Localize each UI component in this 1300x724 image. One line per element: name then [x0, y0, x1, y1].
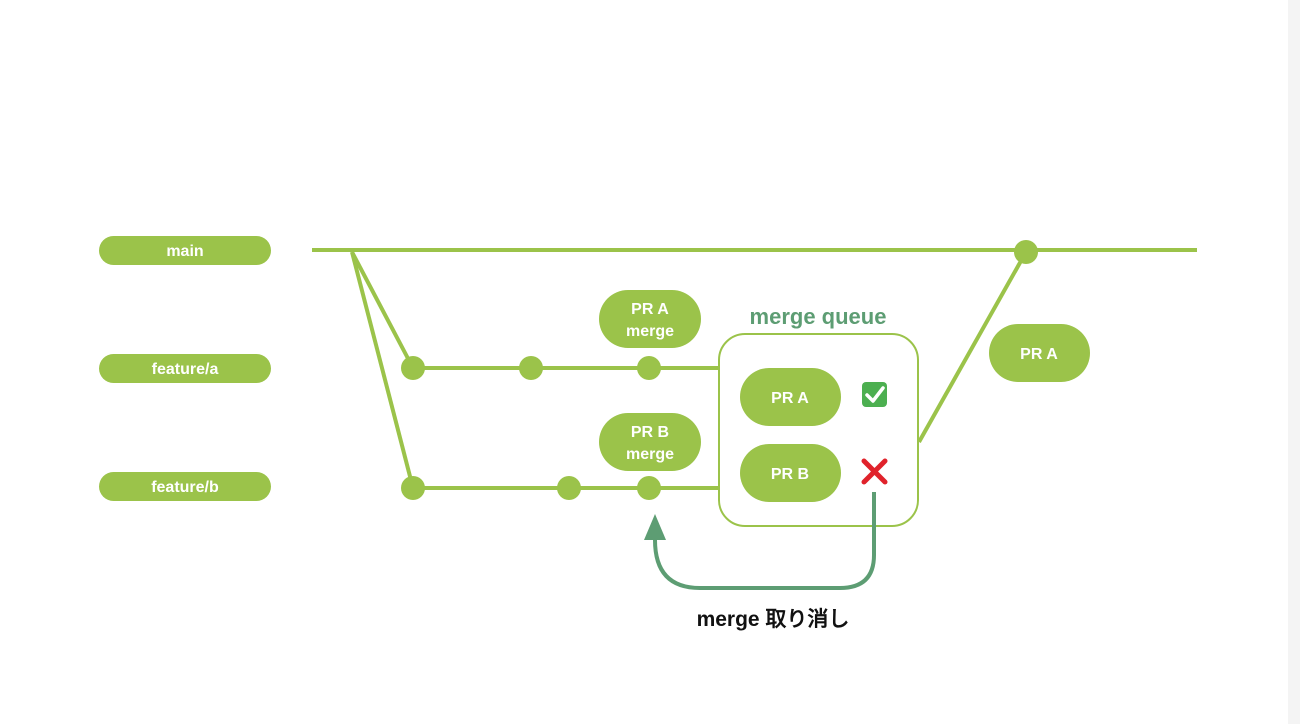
commit-dot — [557, 476, 581, 500]
branch-label-main-text: main — [166, 243, 203, 260]
queue-item-pr-b-label: PR B — [771, 466, 809, 483]
undo-merge-label: merge 取り消し — [697, 607, 850, 631]
cross-icon — [861, 458, 888, 485]
queue-item-pr-b: PR B — [740, 444, 841, 502]
undo-arrow — [644, 492, 876, 590]
branch-label-feature-a-text: feature/a — [152, 361, 219, 378]
commits — [401, 240, 1038, 500]
arrow-head-icon — [644, 514, 666, 540]
commit-dot — [637, 476, 661, 500]
pr-a-merge-line1: PR A — [631, 301, 669, 318]
pr-b-merge-line2: merge — [626, 446, 674, 463]
branch-label-main: main — [99, 236, 271, 265]
pr-b-merge-line1: PR B — [631, 424, 669, 441]
merged-pr-a-label-text: PR A — [1020, 346, 1058, 363]
merge-queue-title: merge queue — [750, 304, 887, 329]
queue-item-pr-a: PR A — [740, 368, 841, 426]
branch-label-feature-a: feature/a — [99, 354, 271, 383]
feature-b-fork-line — [350, 251, 415, 489]
check-icon — [862, 382, 887, 407]
merged-pr-a-label: PR A — [989, 324, 1090, 382]
commit-dot — [637, 356, 661, 380]
queue-item-pr-a-label: PR A — [771, 390, 809, 407]
main-merge-commit-dot — [1014, 240, 1038, 264]
pr-b-merge-label: PR B merge — [599, 413, 701, 471]
feature-a-fork-line — [350, 251, 415, 369]
pr-a-merge-label: PR A merge — [599, 290, 701, 348]
commit-dot — [519, 356, 543, 380]
pr-a-merge-line2: merge — [626, 323, 674, 340]
commit-dot — [401, 356, 425, 380]
branch-label-feature-b: feature/b — [99, 472, 271, 501]
right-edge-strip — [1288, 0, 1300, 724]
branch-label-feature-b-text: feature/b — [151, 479, 219, 496]
commit-dot — [401, 476, 425, 500]
queue-to-main-line — [917, 251, 1028, 443]
